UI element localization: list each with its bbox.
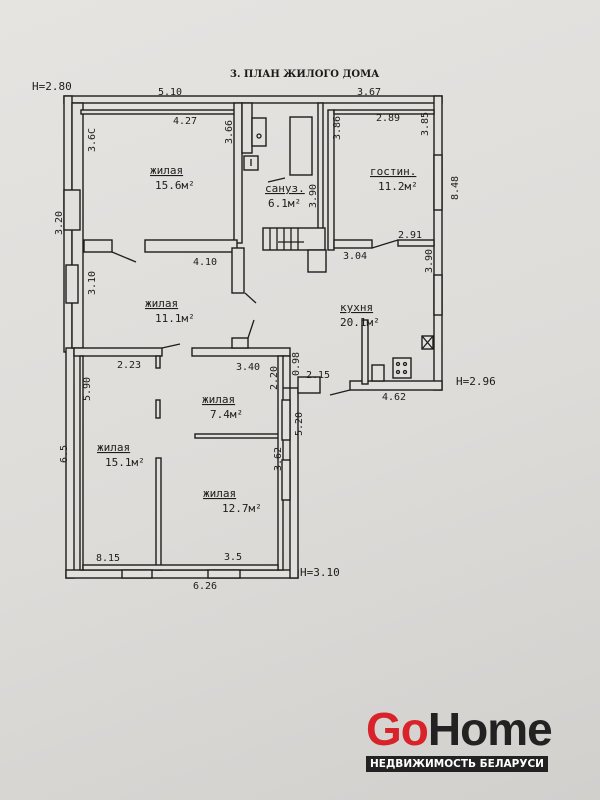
door-swings xyxy=(111,177,399,396)
dimension: 3.6С xyxy=(87,128,98,152)
dimension: 2.20 xyxy=(269,366,280,390)
logo-go: Go xyxy=(366,703,429,755)
stove-icon xyxy=(392,357,412,379)
height-label: H=2.96 xyxy=(456,375,496,388)
room-labels: жилая 15.6м² сануз. 6.1м² гостин. 11.2м²… xyxy=(97,164,418,515)
room-area: 20.1м² xyxy=(340,316,380,329)
dimension: 2.15 xyxy=(306,370,330,381)
bathtub-icon xyxy=(251,117,267,147)
dimension: 6.26 xyxy=(193,581,217,592)
dimension: 6.5 xyxy=(59,445,70,463)
gohome-logo: GoHome НЕДВИЖИМОСТЬ БЕЛАРУСИ xyxy=(366,706,556,772)
room-name: кухня xyxy=(340,301,373,314)
room-area: 15.6м² xyxy=(155,179,195,192)
dimension: 3.66 xyxy=(224,120,235,144)
height-label: H=3.10 xyxy=(300,566,340,579)
dimension: 3.85 xyxy=(420,112,431,136)
dimension: 4.27 xyxy=(173,116,197,127)
dimension: 5.10 xyxy=(158,87,182,98)
room-name: жилая xyxy=(202,393,235,406)
room-area: 12.7м² xyxy=(222,502,262,515)
vent-icon xyxy=(421,335,434,350)
room-area: 6.1м² xyxy=(268,197,301,210)
room-name: жилая xyxy=(203,487,236,500)
room-name: жилая xyxy=(97,441,130,454)
logo-home: Home xyxy=(427,703,553,755)
walls xyxy=(63,95,443,579)
room-area: 11.1м² xyxy=(155,312,195,325)
dimension: 8.48 xyxy=(450,176,461,200)
dimension: 3.5 xyxy=(224,552,242,563)
dimension: 3.67 xyxy=(357,87,381,98)
room-area: 11.2м² xyxy=(378,180,418,193)
dimension-labels: 5.10 3.67 4.27 2.89 2.91 3.04 4.10 2.23 … xyxy=(54,87,461,592)
dimension: 2.23 xyxy=(117,360,141,371)
sink-icon xyxy=(371,364,385,382)
room-area: 7.4м² xyxy=(210,408,243,421)
room-area: 15.1м² xyxy=(105,456,145,469)
dimension: 4.10 xyxy=(193,257,217,268)
room-name: гостин. xyxy=(370,165,416,178)
plan-title: 3. ПЛАН ЖИЛОГО ДОМА xyxy=(230,69,380,80)
room-name: сануз. xyxy=(265,182,305,195)
dimension: 8.15 xyxy=(96,553,120,564)
dimension: 2.89 xyxy=(376,113,400,124)
dimension: 3.62 xyxy=(273,447,284,471)
dimension: 5.90 xyxy=(82,377,93,401)
staircase-icon xyxy=(262,227,327,273)
dimension: 3.20 xyxy=(54,211,65,235)
dimension: 3.90 xyxy=(308,184,319,208)
dimension: 3.10 xyxy=(87,271,98,295)
dimension: 4.62 xyxy=(382,392,406,403)
room-name: жилая xyxy=(145,297,178,310)
room-name: жилая xyxy=(150,164,183,177)
dimension: 2.91 xyxy=(398,230,422,241)
dimension: 5.20 xyxy=(294,412,305,436)
dimension: 3.86 xyxy=(332,116,343,140)
dimension: 3.90 xyxy=(424,249,435,273)
height-label: H=2.80 xyxy=(32,80,72,93)
shower-icon xyxy=(289,116,313,176)
dimension: 3.04 xyxy=(343,251,367,262)
logo-tagline: НЕДВИЖИМОСТЬ БЕЛАРУСИ xyxy=(366,756,548,772)
toilet-icon xyxy=(243,155,259,171)
dimension: 3.40 xyxy=(236,362,260,373)
dimension: 0.98 xyxy=(291,352,302,376)
